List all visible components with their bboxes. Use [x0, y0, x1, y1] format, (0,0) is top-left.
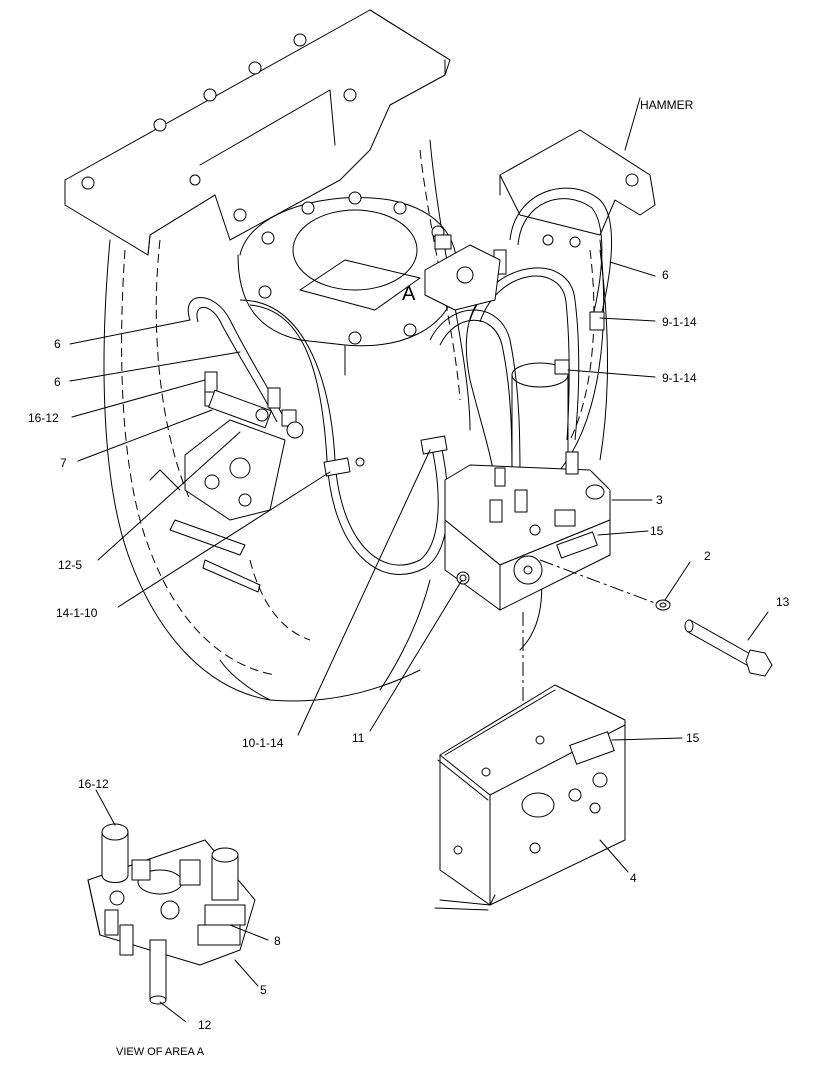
hose-clamps [323, 311, 605, 477]
area-a-marker: A [402, 283, 416, 305]
callout-10-1-14: 10-1-14 [242, 736, 284, 750]
boom-body [103, 139, 605, 702]
hammer-label: HAMMER [640, 98, 694, 112]
callout-4: 4 [630, 871, 637, 885]
swing-flange [239, 191, 458, 347]
leader-lines [69, 97, 769, 1023]
callout-6-left-top: 6 [54, 337, 61, 351]
callout-2: 2 [704, 549, 711, 563]
callout-6-left-bottom: 6 [54, 375, 61, 389]
callout-3: 3 [656, 493, 663, 507]
callout-12-5: 12-5 [58, 558, 83, 572]
callout-15-valve: 15 [650, 524, 664, 538]
bolt-and-washer [539, 559, 773, 677]
view-of-area-a-caption: VIEW OF AREA A [116, 1046, 205, 1058]
callout-9-1-14-top: 9-1-14 [662, 315, 697, 329]
area-a-detail [87, 823, 256, 1005]
callout-7: 7 [60, 456, 67, 470]
callout-15-bracket: 15 [686, 731, 700, 745]
callout-14-1-10: 14-1-10 [56, 606, 98, 620]
callout-11: 11 [352, 731, 365, 745]
callout-8: 8 [274, 934, 281, 948]
callout-16-12-detail: 16-12 [78, 777, 109, 791]
upper-manifold [424, 244, 501, 311]
callout-9-1-14-mid: 9-1-14 [662, 371, 697, 385]
hammer-mount-plate [499, 129, 656, 248]
left-manifold [184, 389, 286, 521]
callout-13: 13 [776, 595, 790, 609]
callout-12: 12 [198, 1018, 212, 1032]
callout-16-12-main: 16-12 [28, 411, 59, 425]
callout-6-right: 6 [662, 268, 669, 282]
valve-block [444, 451, 611, 611]
hose-fittings [204, 234, 570, 439]
mounting-bracket [434, 684, 626, 911]
callout-5: 5 [260, 983, 267, 997]
mounting-frame [64, 9, 451, 256]
